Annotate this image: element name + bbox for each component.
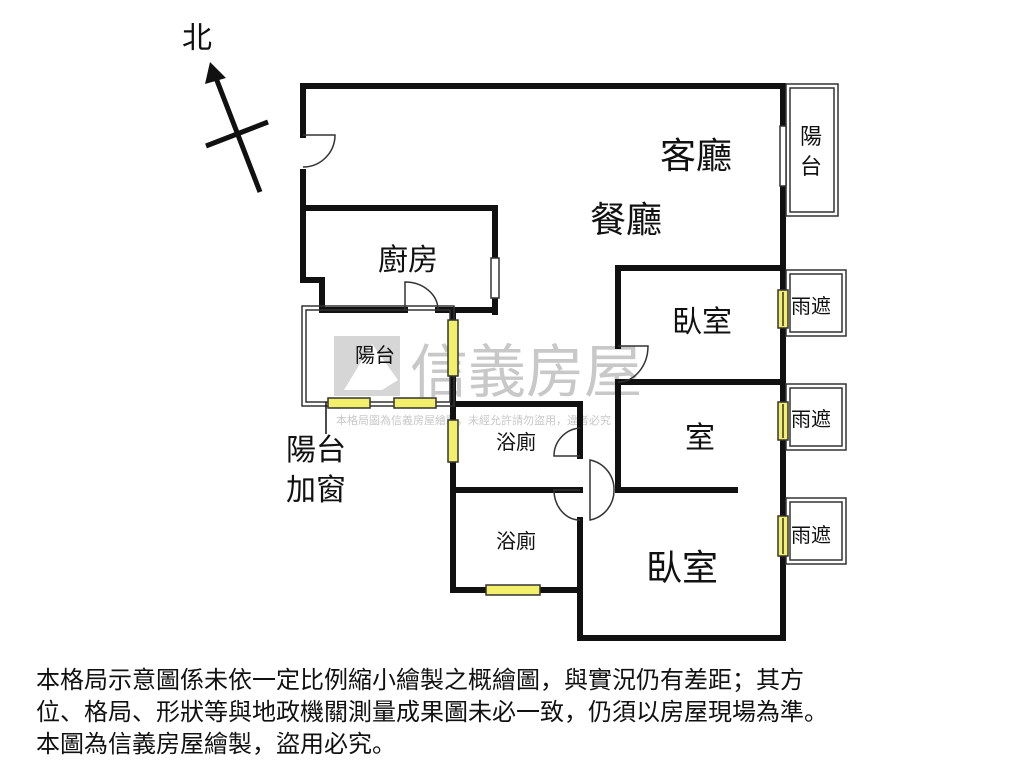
door-kitchen xyxy=(404,281,439,311)
room-labels: 客廳 餐廳 廚房 陽台 陽 台 臥室 室 臥室 浴廁 浴廁 雨遮 雨遮 雨遮 陽… xyxy=(286,125,831,589)
label-rain-shelter-1: 雨遮 xyxy=(791,294,831,318)
label-balcony-right-2: 台 xyxy=(800,155,822,180)
label-dining-room: 餐廳 xyxy=(590,200,662,241)
window-bath-bottom xyxy=(485,584,541,596)
label-room-middle: 室 xyxy=(685,421,715,456)
window-corridor-lower xyxy=(447,419,459,463)
compass: 北 xyxy=(182,21,269,193)
label-balcony-window-1: 陽台 xyxy=(286,433,346,468)
door-bath-top xyxy=(553,427,581,457)
label-bathroom-top: 浴廁 xyxy=(496,430,536,454)
balcony-right-outline xyxy=(785,83,839,217)
door-bedroom-top xyxy=(617,345,649,383)
label-bedroom-bottom: 臥室 xyxy=(646,548,718,589)
disclaimer-line-2: 位、格局、形狀等與地政機關測量成果圖未必一致，仍須以房屋現場為準。 xyxy=(36,698,828,726)
label-living-room: 客廳 xyxy=(660,136,732,177)
label-bedroom-top: 臥室 xyxy=(672,305,732,340)
label-rain-shelter-2: 雨遮 xyxy=(791,407,831,431)
window-corridor-upper xyxy=(447,319,459,377)
window-balcony-left-2 xyxy=(393,397,437,409)
door-entrance xyxy=(302,134,336,168)
windows xyxy=(327,289,789,596)
label-balcony-window-2: 加窗 xyxy=(286,473,346,508)
disclaimer: 本格局示意圖係未依一定比例縮小繪製之概繪圖，與實況仍有差距；其方 位、格局、形狀… xyxy=(36,664,996,760)
compass-arrow-head xyxy=(205,62,226,84)
doors xyxy=(302,125,787,521)
disclaimer-line-1: 本格局示意圖係未依一定比例縮小繪製之概繪圖，與實況仍有差距；其方 xyxy=(36,666,804,694)
door-bedroom-bottom xyxy=(589,459,615,491)
watermark-brand: 信義房屋 xyxy=(410,338,642,406)
balcony-door-right xyxy=(779,125,787,187)
label-bathroom-bottom: 浴廁 xyxy=(496,529,536,553)
disclaimer-line-3: 本圖為信義房屋繪製，盜用必究。 xyxy=(36,730,396,758)
watermark-logo-mark xyxy=(344,344,398,390)
rain-shelter-1-inner xyxy=(789,273,843,333)
door-bath-bottom xyxy=(553,489,581,521)
rain-shelter-3-inner xyxy=(789,501,843,561)
label-balcony-right-1: 陽 xyxy=(800,125,822,150)
walls xyxy=(300,83,786,641)
label-balcony-left: 陽台 xyxy=(355,343,395,367)
balcony-right-inner xyxy=(789,87,835,213)
rain-shelter-2-inner xyxy=(789,387,843,447)
label-kitchen: 廚房 xyxy=(378,243,438,278)
floor-plan: 北 信義房屋 本格局圖為信義房屋繪製，未經允許請勿盜用，違者必究 xyxy=(182,21,847,641)
window-balcony-left-1 xyxy=(327,397,371,409)
compass-north-label: 北 xyxy=(182,21,212,56)
watermark-notice: 本格局圖為信義房屋繪製，未經允許請勿盜用，違者必究 xyxy=(336,413,611,427)
kitchen-window-small xyxy=(490,257,500,299)
door-bedroom-bottom-2 xyxy=(589,489,615,521)
compass-cross-bar xyxy=(205,119,269,149)
label-rain-shelter-3: 雨遮 xyxy=(791,523,831,547)
